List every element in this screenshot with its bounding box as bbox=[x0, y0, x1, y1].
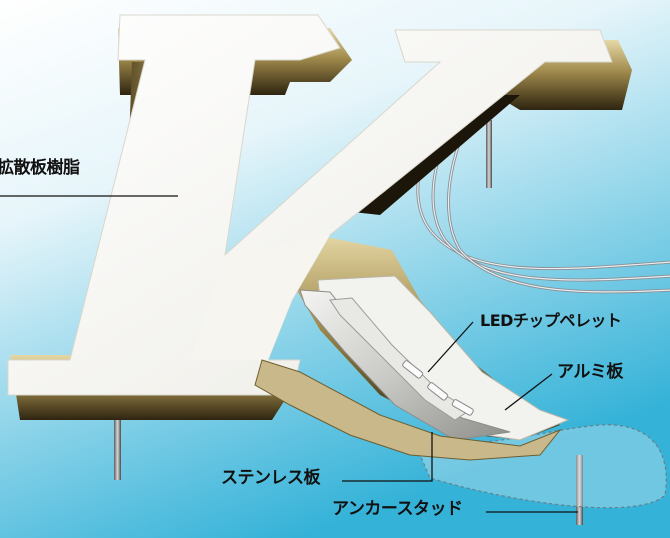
label-aluminum-plate: アルミ板 bbox=[557, 362, 623, 382]
leader-lines bbox=[0, 195, 578, 513]
anchor-stud-top bbox=[486, 120, 492, 188]
cutaway-section bbox=[254, 275, 570, 461]
label-stainless-plate: ステンレス板 bbox=[221, 468, 321, 488]
leader-aluminum bbox=[504, 373, 553, 411]
stainless-plate-edge bbox=[254, 359, 562, 461]
label-anchor-stud: アンカースタッド bbox=[332, 499, 463, 519]
led-chip-pellets bbox=[402, 360, 474, 416]
leader-stainless bbox=[342, 432, 433, 482]
leader-led bbox=[427, 321, 474, 373]
label-diffuser-resin: 拡散板樹脂 bbox=[0, 158, 80, 178]
anchor-stud-bottom bbox=[576, 455, 583, 525]
letter-k-face bbox=[7, 14, 613, 396]
label-led-chip-pellet: LEDチップペレット bbox=[480, 311, 622, 330]
anchor-stud-left bbox=[114, 410, 121, 480]
